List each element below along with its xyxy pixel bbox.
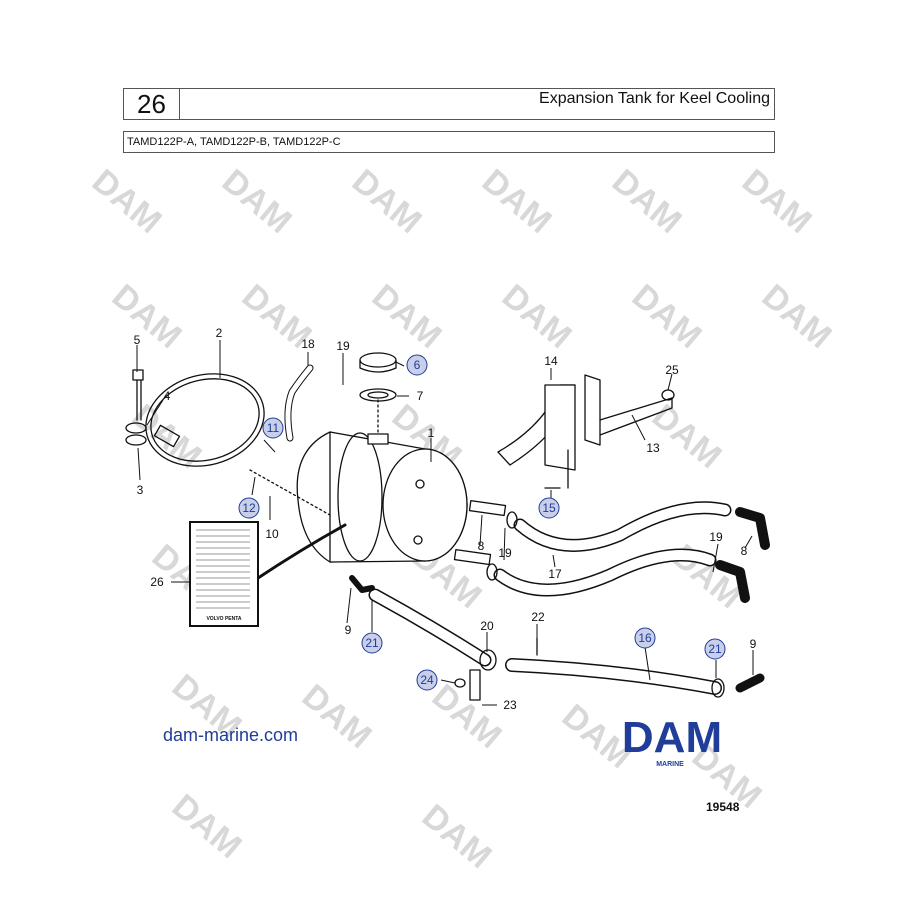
strap-band: [145, 373, 265, 467]
elbow-fitting: [349, 575, 375, 593]
watermark-text: DAM: [735, 162, 819, 241]
support-bracket: [497, 374, 675, 489]
website-link[interactable]: dam-marine.com: [163, 725, 299, 745]
watermark-text: DAM: [425, 677, 509, 756]
callout-1: 1: [428, 426, 435, 440]
callout-labels: 1 2 3 4 5 6 7 8 8 9 9 10 11 12 13 14 15 …: [134, 326, 757, 712]
callout-20: 20: [480, 619, 494, 633]
callout-13: 13: [646, 441, 660, 455]
callout-circles: [238, 354, 726, 691]
callout-7: 7: [417, 389, 424, 403]
callout-11: 11: [267, 421, 280, 435]
callout-21: 21: [365, 636, 379, 650]
callout-4: 4: [164, 389, 171, 403]
callout-17: 17: [548, 567, 562, 581]
watermark-text: DAM: [605, 162, 689, 241]
lower-hose: [368, 588, 765, 698]
callout-19: 19: [709, 530, 723, 544]
drawing-number: 19548: [706, 800, 740, 814]
models-text: TAMD122P-A, TAMD122P-B, TAMD122P-C: [127, 136, 341, 148]
logo-text: DAM: [622, 713, 722, 762]
callout-25: 25: [665, 363, 679, 377]
callout-23: 23: [503, 698, 517, 712]
callout-10: 10: [265, 527, 279, 541]
callout-14: 14: [544, 354, 558, 368]
dam-marine-logo: DAM MARINE: [622, 713, 722, 768]
watermark-text: DAM: [85, 162, 169, 241]
callout-18: 18: [301, 337, 315, 351]
watermark-text: DAM: [295, 677, 379, 756]
warning-label-sign: VOLVO PENTA: [189, 521, 259, 627]
bolt: [125, 369, 147, 446]
callout-26: 26: [150, 575, 164, 589]
watermark-text: DAM: [345, 162, 429, 241]
watermark-text: DAM: [645, 397, 729, 476]
watermark-text: DAM: [625, 277, 709, 356]
filler-cap: [359, 352, 397, 402]
page-number: 26: [124, 89, 180, 119]
page-title: Expansion Tank for Keel Cooling: [539, 90, 770, 107]
callout-15: 15: [542, 501, 556, 515]
callout-8: 8: [478, 539, 485, 553]
watermark-text: DAM: [215, 162, 299, 241]
callout-16: 16: [638, 631, 652, 645]
sign-brand: VOLVO PENTA: [206, 616, 241, 622]
models-bar: TAMD122P-A, TAMD122P-B, TAMD122P-C: [123, 131, 775, 153]
watermark-text: DAM: [165, 787, 249, 866]
watermark-text: DAM: [475, 162, 559, 241]
watermark-text: DAM: [495, 277, 579, 356]
callout-19: 19: [498, 546, 512, 560]
callout-24: 24: [420, 673, 434, 687]
callout-2: 2: [216, 326, 223, 340]
callout-3: 3: [137, 483, 144, 497]
expansion-tank: [296, 431, 468, 563]
callout-8: 8: [741, 544, 748, 558]
callout-21: 21: [708, 642, 722, 656]
callout-6: 6: [414, 358, 421, 372]
callout-22: 22: [531, 610, 545, 624]
leader-lines: [136, 340, 754, 706]
watermark-text: DAM: [755, 277, 839, 356]
header-box: 26 Expansion Tank for Keel Cooling: [123, 88, 775, 120]
callout-5: 5: [134, 333, 141, 347]
coolant-hoses: [493, 501, 770, 603]
watermark-text: DAM: [415, 797, 499, 876]
watermark-text: DAM: [365, 277, 449, 356]
callout-12: 12: [242, 501, 256, 515]
callout-9: 9: [750, 637, 757, 651]
watermark-text: DAM: [105, 277, 189, 356]
logo-subtext: MARINE: [656, 761, 684, 768]
callout-19: 19: [336, 339, 350, 353]
pipe-clamp: [454, 637, 538, 701]
nipple-fittings: [453, 500, 518, 581]
callout-9: 9: [345, 623, 352, 637]
